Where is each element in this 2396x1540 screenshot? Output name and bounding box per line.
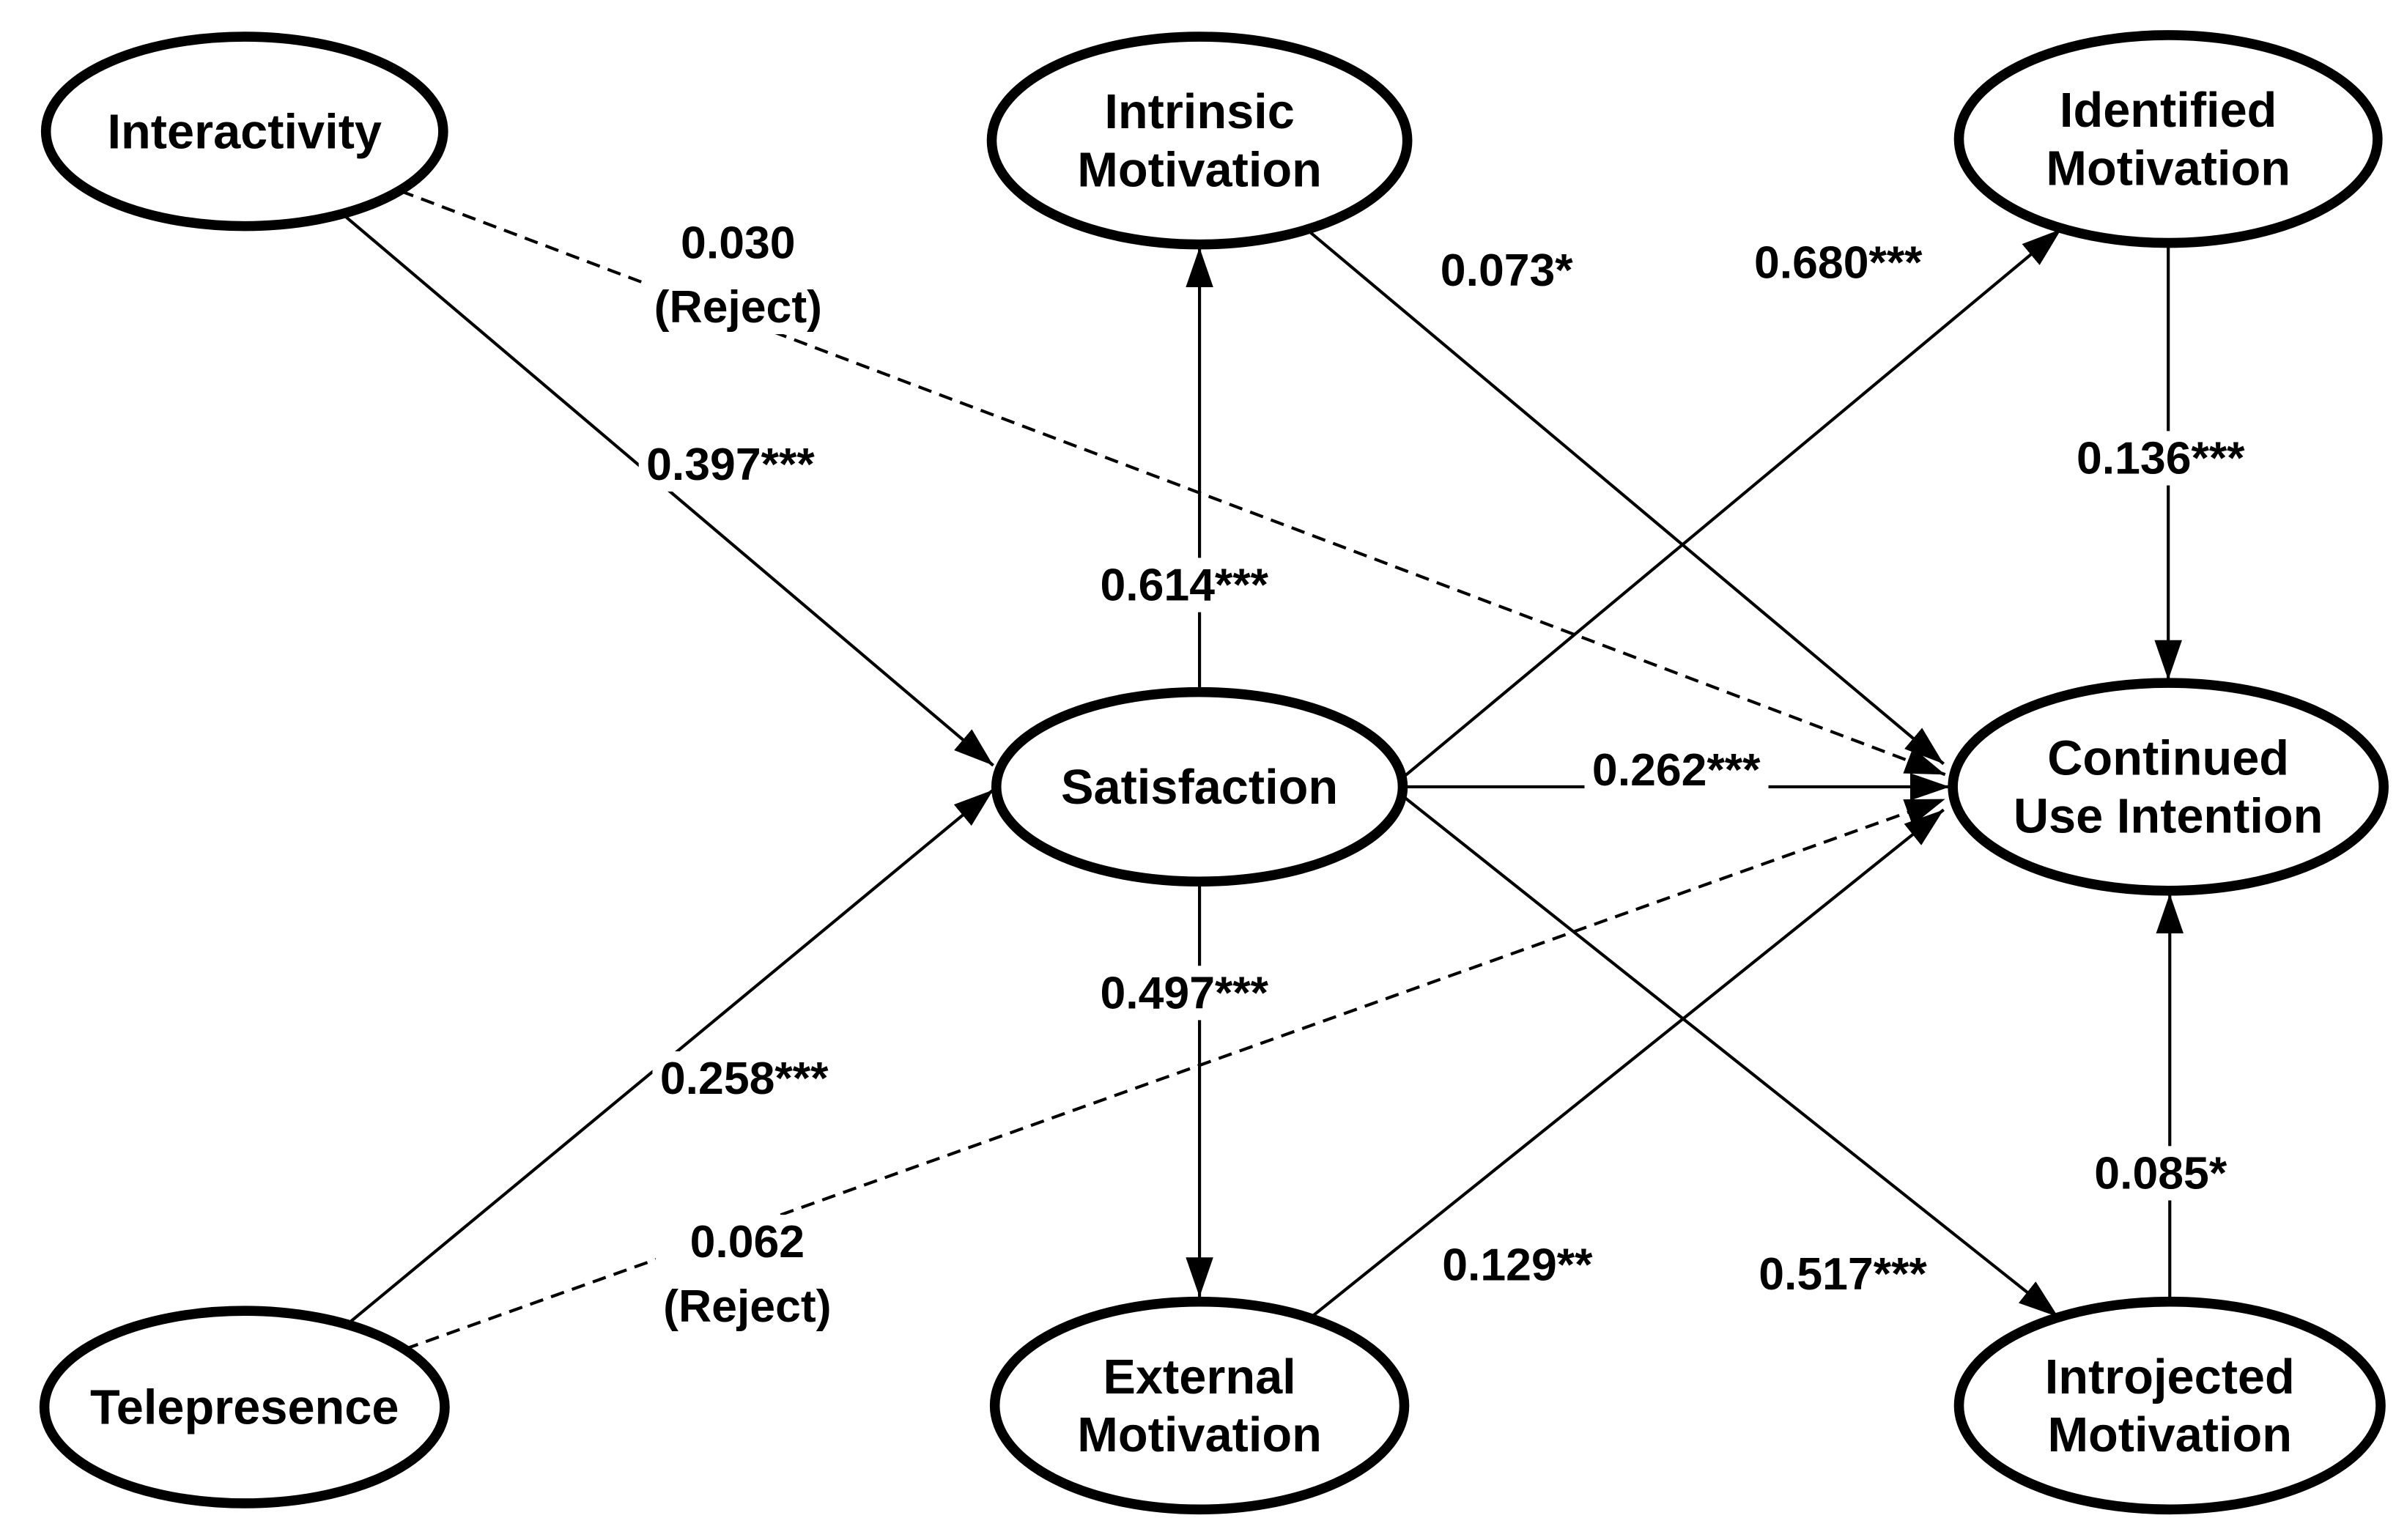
- edge-label-bg-satisfaction-to-external-motivation: [1092, 966, 1277, 1021]
- node-ellipse-external-motivation: [989, 1296, 1410, 1515]
- edge-label-bg-intrinsic-motivation-to-continued-use-intention: [1432, 243, 1581, 298]
- edge-label-bg-interactivity-to-satisfaction: [638, 437, 823, 492]
- node-label-satisfaction: Satisfaction: [1061, 760, 1338, 815]
- edge-label-bg-satisfaction-to-introjected-motivation: [1750, 1246, 1935, 1302]
- edge-label-bg-introjected-motivation-to-continued-use-intention: [2086, 1146, 2236, 1201]
- edge-label-satisfaction-to-introjected-motivation: 0.517***: [1759, 1248, 1927, 1300]
- edge-label-bg-satisfaction-to-identified-motivation: [1746, 235, 1931, 290]
- edge-line-intrinsic-motivation-to-continued-use-intention: [1305, 228, 1945, 766]
- edge-label-satisfaction-to-external-motivation: 0.497***: [1100, 967, 1268, 1018]
- edge-label-satisfaction-to-identified-motivation: 0.680***: [1754, 237, 1923, 289]
- edge-label-telepresence-to-continued-use-intention: 0.062(Reject): [663, 1216, 831, 1332]
- edge-label-layer: 0.397*** 0.030(Reject) 0.258*** 0.062(Rejec…: [638, 215, 2253, 1333]
- node-label-telepresence: Telepresence: [90, 1381, 399, 1435]
- edge-line-satisfaction-to-identified-motivation: [1402, 228, 2063, 780]
- edge-label-interactivity-to-satisfaction: 0.397***: [646, 439, 815, 490]
- edge-label-satisfaction-to-continued-use-intention: 0.262***: [1592, 744, 1761, 796]
- edge-label-satisfaction-to-intrinsic-motivation: 0.614***: [1100, 560, 1268, 611]
- edge-label-bg-telepresence-to-continued-use-intention: [655, 1215, 839, 1333]
- node-ellipse-introjected-motivation: [1953, 1296, 2386, 1515]
- edge-label-bg-external-motivation-to-continued-use-intention: [1434, 1237, 1601, 1292]
- node-ellipse-satisfaction: [991, 686, 1408, 887]
- edge-label-intrinsic-motivation-to-continued-use-intention: 0.073*: [1441, 245, 1574, 296]
- edge-label-bg-telepresence-to-satisfaction: [652, 1051, 837, 1106]
- node-label-interactivity: Interactivity: [108, 105, 382, 159]
- edge-label-introjected-motivation-to-continued-use-intention: 0.085*: [2094, 1147, 2227, 1199]
- edge-label-interactivity-to-continued-use-intention: 0.030(Reject): [654, 217, 822, 333]
- node-ellipse-interactivity: [40, 32, 448, 232]
- node-ellipse-identified-motivation: [1953, 30, 2383, 248]
- node-ellipse-telepresence: [39, 1306, 450, 1508]
- edge-label-bg-satisfaction-to-continued-use-intention: [1584, 742, 1769, 797]
- edge-label-telepresence-to-satisfaction: 0.258***: [660, 1053, 829, 1104]
- edge-line-interactivity-to-continued-use-intention: [399, 189, 1946, 777]
- node-ellipse-intrinsic-motivation: [986, 32, 1413, 250]
- node-ellipse-continued-use-intention: [1948, 678, 2389, 896]
- edge-line-satisfaction-to-introjected-motivation: [1402, 794, 2060, 1319]
- edge-label-bg-interactivity-to-continued-use-intention: [646, 215, 830, 335]
- edge-line-external-motivation-to-continued-use-intention: [1308, 808, 1945, 1320]
- edge-label-identified-motivation-to-continued-use-intention: 0.136***: [2077, 432, 2245, 484]
- edge-label-bg-satisfaction-to-intrinsic-motivation: [1092, 558, 1277, 612]
- edge-label-bg-identified-motivation-to-continued-use-intention: [2068, 431, 2253, 486]
- edge-label-external-motivation-to-continued-use-intention: 0.129**: [1442, 1239, 1593, 1290]
